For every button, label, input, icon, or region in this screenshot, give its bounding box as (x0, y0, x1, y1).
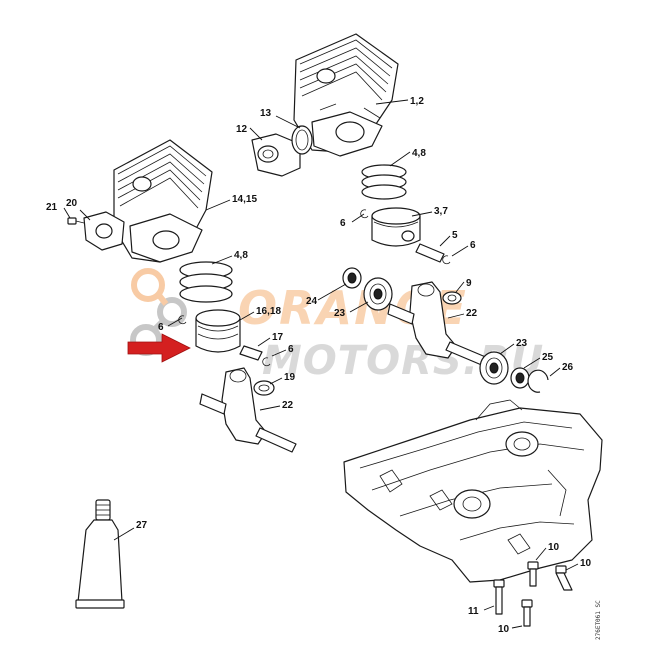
callout-11: 11 (468, 606, 479, 617)
callout-1-2: 1,2 (410, 96, 424, 107)
callout-27: 27 (136, 520, 148, 531)
callout-13: 13 (260, 108, 272, 119)
grease-tube (75, 499, 125, 609)
callout-23-a: 23 (334, 308, 346, 319)
screw-10c (521, 599, 533, 627)
piston-pin-left (239, 345, 263, 361)
ball-bearing-23b (479, 351, 509, 385)
screw-10a (527, 561, 539, 587)
circlip-left-a (178, 315, 187, 325)
piston-top (371, 207, 421, 247)
circlip-top-a (360, 209, 369, 219)
piston-rings-top (361, 164, 407, 200)
highlight-arrow-icon (127, 333, 191, 363)
crankcase (343, 399, 603, 583)
screw-10b (555, 565, 573, 591)
piston-pin-top (415, 243, 445, 263)
callout-19: 19 (284, 372, 296, 383)
circlip-top-b (442, 255, 451, 265)
circlip-left-b (262, 357, 271, 367)
callout-6-top-b: 6 (470, 240, 476, 251)
cylinder-left (113, 139, 213, 263)
callout-25: 25 (542, 352, 554, 363)
ball-bearing-23a (363, 277, 393, 311)
piston-left (195, 309, 241, 353)
callout-22-right: 22 (466, 308, 478, 319)
intake-flange-left (83, 211, 125, 251)
callout-16-18: 16,18 (256, 306, 281, 317)
leader-lines (63, 99, 579, 629)
callout-12: 12 (236, 124, 248, 135)
callout-labels: 1,2 12 13 4,8 6 3,7 5 6 21 20 14,15 4,8 … (46, 96, 592, 635)
callout-10-b: 10 (580, 558, 592, 569)
callout-4-8-left: 4,8 (234, 250, 248, 261)
callout-17: 17 (272, 332, 284, 343)
piston-rings-left (179, 261, 233, 303)
watermark-logo-icon (130, 268, 187, 356)
callout-21: 21 (46, 202, 58, 213)
callout-10-a: 10 (548, 542, 560, 553)
intake-manifold (251, 133, 301, 177)
callout-20: 20 (66, 198, 78, 209)
circlip-26 (527, 369, 549, 393)
cylinder-top (293, 33, 399, 157)
callout-10-c: 10 (498, 624, 510, 635)
crankshaft-left (199, 367, 297, 453)
callout-23-b: 23 (516, 338, 528, 349)
callout-4-8-top: 4,8 (412, 148, 426, 159)
oil-seal-24 (342, 267, 362, 289)
needle-cage-left (253, 380, 275, 396)
screw-11 (493, 579, 505, 615)
crankshaft-right (387, 281, 489, 367)
needle-cage-9 (442, 291, 462, 305)
callout-26: 26 (562, 362, 574, 373)
callout-9: 9 (466, 278, 472, 289)
callout-5: 5 (452, 230, 458, 241)
drawing-code: 276ET061 SC (595, 600, 602, 640)
manifold-clamp (291, 125, 313, 155)
callout-14-15: 14,15 (232, 194, 257, 205)
oil-seal-25 (510, 367, 530, 389)
callout-6-left-a: 6 (158, 322, 164, 333)
callout-24: 24 (306, 296, 318, 307)
screw-21 (67, 217, 85, 225)
callout-6-left-b: 6 (288, 344, 294, 355)
callout-22-left: 22 (282, 400, 294, 411)
callout-6-top-a: 6 (340, 218, 346, 229)
callout-3-7: 3,7 (434, 206, 448, 217)
